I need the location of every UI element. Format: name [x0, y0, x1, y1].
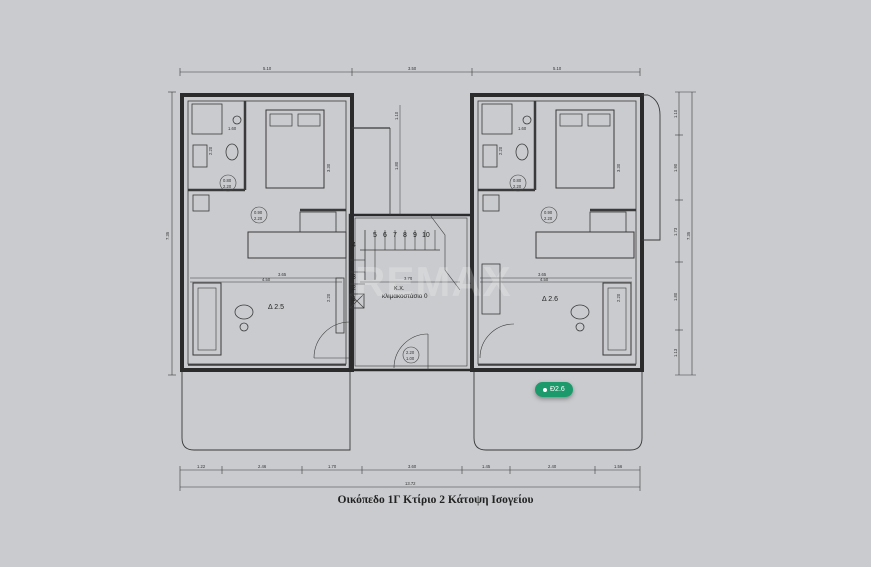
door-tag-labels: 0.80 2.20 0.90 2.20 0.80 2.20 0.90 2.20 …	[223, 178, 553, 361]
dim-right-total: 7.35	[686, 231, 691, 240]
right-dimension-labels: 1.10 1.90 1.73 1.80 1.13 7.35	[673, 109, 691, 357]
top-dimension-line	[179, 68, 641, 76]
stair-step: 4	[352, 242, 356, 249]
dim-top-1: 5.10	[263, 66, 272, 71]
location-dot-icon	[543, 387, 547, 392]
unit-location-tag-label: Đ2.6	[550, 386, 565, 393]
stair-step: 1	[352, 296, 356, 303]
door-tag-entry-w: 2.20	[406, 350, 415, 355]
dim-bottom-total: 13.72	[405, 481, 416, 486]
dim-living-left: 4.50	[262, 277, 271, 282]
dim-bedroom-left: 3.30	[326, 163, 331, 172]
right-unit-walls	[470, 93, 644, 372]
unit-location-tag[interactable]: Đ2.6	[535, 382, 573, 397]
dim-bath-left: 2.20	[208, 146, 213, 155]
bottom-dimension-labels: 1.22 2.46 1.70 3.60 1.45 2.40 1.56 13.72	[197, 464, 623, 486]
dim-bath-width-right: 1.60	[518, 126, 527, 131]
room-label-staircase: κλιμακοστάσιο 0	[382, 292, 428, 300]
dim-bottom-3: 1.70	[328, 464, 337, 469]
room-label-left: Δ 2.5	[268, 304, 284, 311]
stair-step: 8	[403, 232, 407, 239]
left-unit-walls	[180, 93, 354, 372]
upper-courtyard	[352, 105, 401, 215]
dim-left-side: 7.35	[165, 231, 170, 240]
dim-right-5: 1.13	[673, 348, 678, 357]
dim-bottom-2: 2.46	[258, 464, 267, 469]
door-tag-bath-right-w: 0.80	[513, 178, 522, 183]
dim-bedroom-right: 3.30	[616, 163, 621, 172]
door-tag-entry-h: 1.00	[406, 356, 415, 361]
dim-bath-right: 2.20	[498, 146, 503, 155]
dim-bottom-1: 1.22	[197, 464, 206, 469]
left-dimension-line	[168, 91, 176, 376]
stair-step: 9	[413, 232, 417, 239]
right-dimension-line	[675, 91, 696, 376]
dim-top-3: 5.10	[553, 66, 562, 71]
dim-right-3: 1.73	[673, 227, 678, 236]
door-tag-bed-right-w: 0.90	[544, 210, 553, 215]
door-tag-bath-right-h: 2.20	[513, 184, 522, 189]
door-tag-bed-left-h: 2.20	[254, 216, 263, 221]
dim-right-4: 1.80	[673, 292, 678, 301]
right-balcony	[642, 94, 661, 241]
dim-living-h-right: 2.20	[616, 293, 621, 302]
dim-right-1: 1.10	[673, 109, 678, 118]
stair-step: 2	[352, 285, 356, 292]
dim-top-2: 3.50	[408, 66, 417, 71]
dim-stair-top: 1.10	[394, 111, 399, 120]
door-tag-bath-left-w: 0.80	[223, 178, 232, 183]
bottom-dimension-line	[179, 466, 641, 491]
dim-right-2: 1.90	[673, 163, 678, 172]
stair-step: 6	[383, 232, 387, 239]
stair-step: 10	[422, 232, 430, 239]
dim-staircase: 3.70	[404, 276, 413, 281]
dim-kitchen-left: 3.65	[278, 272, 287, 277]
stair-step-numbers: 5 6 7 8 9 10 4 3 2 1	[352, 232, 430, 303]
stair-step: 5	[373, 232, 377, 239]
door-tag-bed-left-w: 0.90	[254, 210, 263, 215]
door-tag-bed-right-h: 2.20	[544, 216, 553, 221]
room-label-staircase-abbr: Κ.Χ.	[394, 286, 405, 292]
dim-kitchen-right: 3.65	[538, 272, 547, 277]
dim-stair-mid: 1.80	[394, 161, 399, 170]
door-tag-bath-left-h: 2.20	[223, 184, 232, 189]
dim-living-h-left: 2.20	[326, 293, 331, 302]
dim-bottom-5: 1.45	[482, 464, 491, 469]
stair-step: 7	[393, 232, 397, 239]
dim-living-right: 4.50	[540, 277, 549, 282]
dim-bottom-6: 2.40	[548, 464, 557, 469]
stair-step: 3	[352, 274, 356, 281]
right-terrace	[473, 372, 643, 451]
dim-bottom-4: 3.60	[408, 464, 417, 469]
left-terrace	[181, 372, 351, 451]
dim-bath-width-left: 1.60	[228, 126, 237, 131]
top-dimension-labels: 5.10 3.50 5.10	[263, 66, 562, 71]
door-tags	[219, 174, 558, 364]
dim-bottom-7: 1.56	[614, 464, 623, 469]
plan-caption: Οικόπεδο 1Γ Κτίριο 2 Κάτοψη Ισογείου	[337, 494, 534, 506]
room-label-right: Δ 2.6	[542, 296, 558, 303]
